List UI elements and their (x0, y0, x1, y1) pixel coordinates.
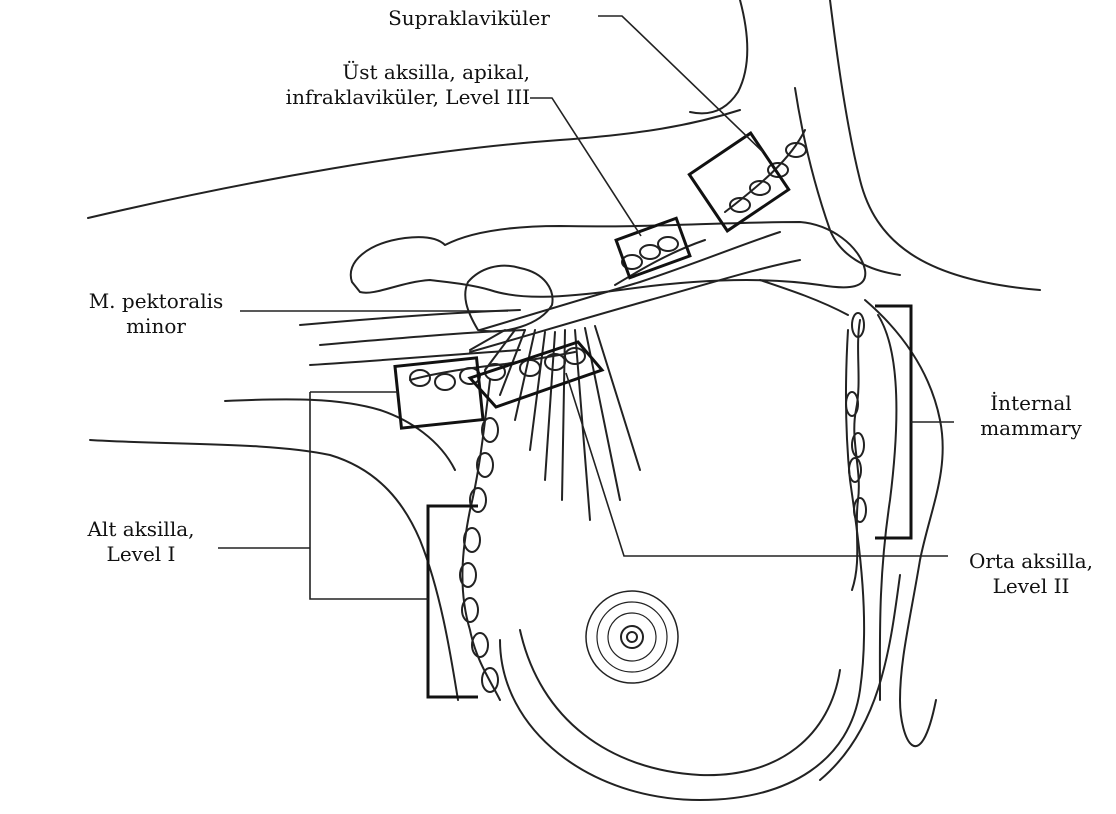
label-pectoralis-minor: M. pektoralis minor (72, 289, 240, 339)
label-internal-mammary: İnternal mammary (958, 391, 1104, 441)
label-supraclavicular: Supraklaviküler (366, 6, 572, 31)
breast-outer-edge (820, 575, 900, 780)
arm-upper-outline (88, 110, 740, 218)
clavicle (351, 222, 866, 297)
rib-outline (760, 280, 943, 746)
leader-supra (598, 16, 763, 152)
leader-level3 (530, 98, 641, 236)
label-middle-axilla-level-2: Orta aksilla, Level II (948, 549, 1114, 599)
breast-inner-contour (520, 630, 840, 775)
breast-contour (500, 330, 864, 800)
label-upper-axilla-level-3: Üst aksilla, apikal, infraklaviküler, Le… (234, 60, 530, 110)
internal-mammary-bracket (875, 306, 911, 538)
label-lower-axilla-level-1: Alt aksilla, Level I (64, 517, 218, 567)
arm-lower-outline (90, 440, 458, 700)
neck-line-right (830, 0, 1040, 290)
neck-outline (690, 0, 747, 113)
leader-level2 (566, 373, 948, 556)
supraclavicular-box (689, 133, 788, 231)
